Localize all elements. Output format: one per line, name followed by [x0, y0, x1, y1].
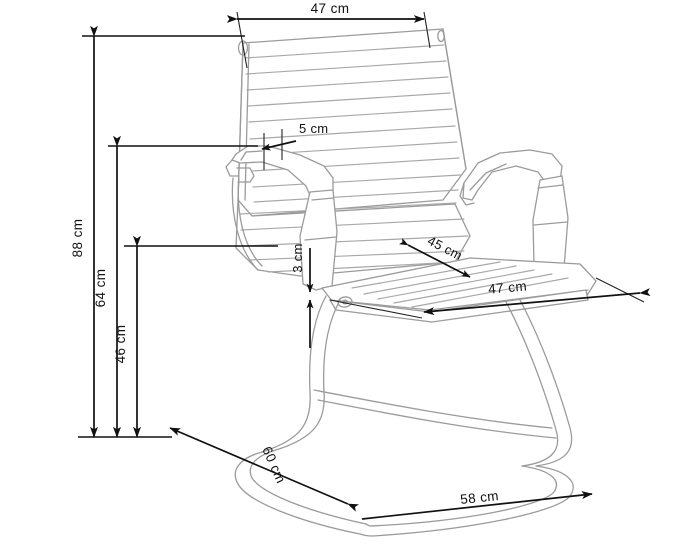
- dim-base-width: 58 cm: [361, 488, 593, 520]
- dim-backrest-height: 64 cm: [93, 135, 258, 438]
- dim-seat-thickness: 3 cm: [290, 243, 314, 348]
- label-backrest-width: 47 cm: [311, 1, 350, 16]
- label-seat-depth: 45 cm: [425, 233, 465, 263]
- label-seat-thickness: 3 cm: [290, 243, 305, 272]
- label-seat-width: 47 cm: [488, 278, 528, 296]
- label-seat-height: 46 cm: [113, 325, 128, 364]
- dim-seat-width: 47 cm: [329, 277, 651, 319]
- label-armrest-offset: 5 cm: [299, 121, 328, 136]
- dim-total-height: 88 cm: [70, 25, 245, 438]
- dim-base-depth: 60 cm: [169, 427, 359, 512]
- label-base-depth: 60 cm: [259, 444, 288, 486]
- dim-armrest-offset: 5 cm: [261, 121, 328, 170]
- dim-backrest-width: 47 cm: [226, 1, 431, 69]
- dim-seat-height: 46 cm: [113, 235, 278, 438]
- dim-seat-depth: 45 cm: [398, 233, 471, 278]
- label-base-width: 58 cm: [459, 488, 499, 507]
- label-backrest-height: 64 cm: [93, 269, 108, 308]
- label-total-height: 88 cm: [70, 219, 85, 258]
- chair-armrest-right: [459, 149, 569, 275]
